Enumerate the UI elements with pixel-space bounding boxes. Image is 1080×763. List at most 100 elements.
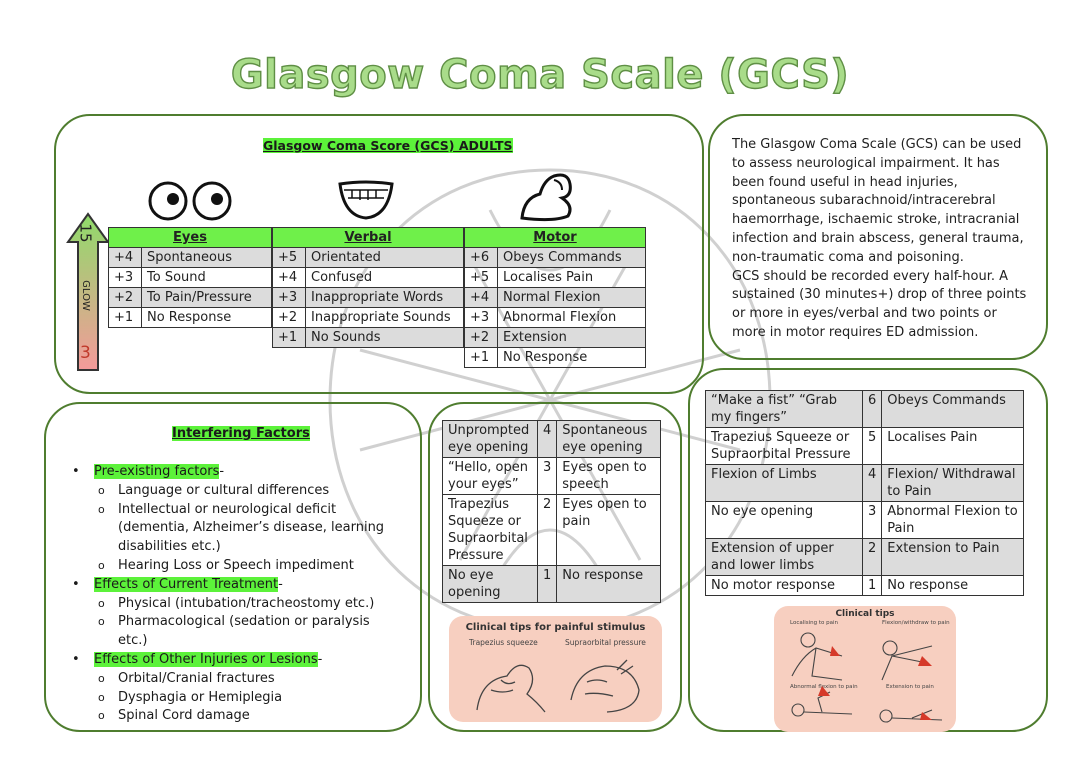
label-cell: Inappropriate Words [305, 287, 464, 308]
list-item: Effects of Current Treatment- [48, 576, 400, 595]
stimulus-cell: No motor response [705, 575, 863, 596]
score-cell: +2 [464, 327, 498, 348]
score-cell: 4 [536, 420, 558, 458]
label-cell: Inappropriate Sounds [305, 307, 464, 328]
clinical-tips-d: Extension to pain [886, 684, 934, 690]
list-item: Physical (intubation/tracheostomy etc.) [48, 595, 400, 614]
stimulus-cell: Flexion of Limbs [705, 464, 863, 502]
score-cell: 5 [861, 427, 883, 465]
list-item: Intellectual or neurological deficit (de… [48, 501, 400, 557]
response-cell: Obeys Commands [881, 390, 1024, 428]
stimulus-cell: Trapezius Squeeze or Supraorbital Pressu… [442, 494, 538, 566]
description-paragraph-2: GCS should be recorded every half-hour. … [732, 268, 1027, 340]
label-cell: No Response [497, 347, 646, 368]
score-cell: +2 [272, 307, 306, 328]
stimulus-cell: No eye opening [705, 501, 863, 539]
response-cell: No response [556, 565, 661, 603]
label-cell: Obeys Commands [497, 247, 646, 268]
label-cell: Orientated [305, 247, 464, 268]
table-row: Trapezius Squeeze or Supraorbital Pressu… [705, 427, 1024, 465]
clinical-tips-a: Localising to pain [790, 620, 839, 626]
clinical-tips-title: Clinical tips [835, 609, 895, 619]
description-panel [708, 114, 1048, 360]
label-cell: To Pain/Pressure [141, 287, 272, 308]
label-cell: Extension [497, 327, 646, 348]
scale-glow-label: GLOW [79, 280, 91, 311]
list-item: Language or cultural differences [48, 482, 400, 501]
label-cell: Confused [305, 267, 464, 288]
score-cell: 6 [861, 390, 883, 428]
clinical-tips-b: Flexion/withdraw to pain [882, 620, 950, 626]
response-cell: Abnormal Flexion to Pain [881, 501, 1024, 539]
scale-top-label: 15 [76, 223, 95, 243]
score-range-arrow [66, 212, 110, 371]
interfering-factors-panel [44, 402, 422, 732]
label-cell: Normal Flexion [497, 287, 646, 308]
clinical-tips-c: Abnormal flexion to pain [790, 684, 858, 690]
stimulus-cell: Extension of upper and lower limbs [705, 538, 863, 576]
clinical-tips-motor: Clinical tips Localising to pain Flexion… [774, 606, 956, 732]
description-paragraph-1: The Glasgow Coma Scale (GCS) can be used… [732, 137, 1024, 265]
eyes-icon [148, 181, 232, 221]
score-cell: +4 [272, 267, 306, 288]
score-cell: +4 [464, 287, 498, 308]
score-cell: +3 [272, 287, 306, 308]
label-cell: Abnormal Flexion [497, 307, 646, 328]
eyes-header: Eyes [108, 227, 272, 248]
painful-stimulus-tips: Clinical tips for painful stimulus Trape… [449, 616, 662, 722]
list-item: Effects of Other Injuries or Lesions- [48, 651, 400, 670]
response-cell: Eyes open to pain [556, 494, 661, 566]
score-cell: +1 [108, 307, 142, 328]
score-cell: +4 [108, 247, 142, 268]
score-cell: 1 [861, 575, 883, 596]
page-title: Glasgow Coma Scale (GCS) [230, 51, 850, 98]
score-cell: 2 [861, 538, 883, 576]
table-row: Trapezius Squeeze or Supraorbital Pressu… [442, 494, 661, 566]
eye-response-panel [428, 402, 682, 732]
score-cell: +5 [464, 267, 498, 288]
response-cell: Spontaneous eye opening [556, 420, 661, 458]
adults-heading: Glasgow Coma Score (GCS) ADULTS [263, 138, 513, 153]
list-item: Pre-existing factors- [48, 463, 400, 482]
label-cell: No Response [141, 307, 272, 328]
label-cell: Localises Pain [497, 267, 646, 288]
score-cell: 3 [536, 457, 558, 495]
score-cell: +6 [464, 247, 498, 268]
stimulus-cell: “Make a fist” “Grab my fingers” [705, 390, 863, 428]
score-cell: 4 [861, 464, 883, 502]
score-cell: +1 [272, 327, 306, 348]
interfering-list: Pre-existing factors- Language or cultur… [48, 463, 400, 726]
stimulus-cell: No eye opening [442, 565, 538, 603]
list-item: Orbital/Cranial fractures [48, 670, 400, 689]
score-cell: +3 [108, 267, 142, 288]
score-cell: +5 [272, 247, 306, 268]
score-cell: 3 [861, 501, 883, 539]
gcs-adults-panel [54, 114, 704, 394]
response-cell: Eyes open to speech [556, 457, 661, 495]
label-cell: Spontaneous [141, 247, 272, 268]
mouth-icon [338, 180, 394, 220]
list-item: Hearing Loss or Speech impediment [48, 557, 400, 576]
score-cell: 1 [536, 565, 558, 603]
scale-bottom-label: 3 [80, 343, 91, 363]
response-cell: Localises Pain [881, 427, 1024, 465]
